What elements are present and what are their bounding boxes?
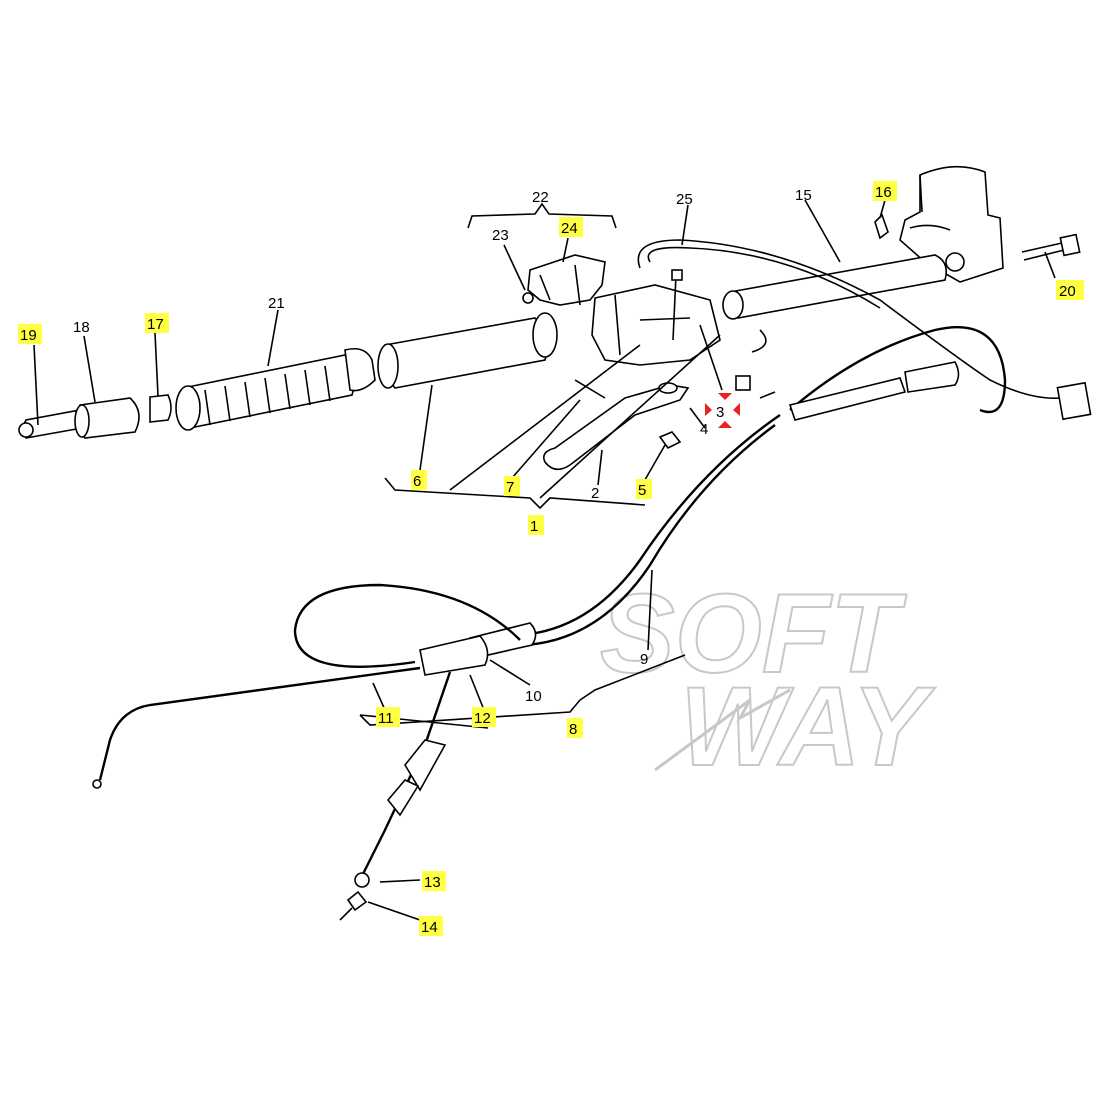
part-label-24[interactable]: 24 [561, 220, 578, 237]
part-label-23[interactable]: 23 [492, 227, 509, 244]
part-labels: 1 2 3 4 5 6 7 8 9 10 11 12 13 14 15 16 1… [18, 181, 1084, 936]
part-label-11[interactable]: 11 [378, 710, 394, 727]
pivot-hardware [574, 375, 776, 450]
label-highlight-5 [636, 479, 652, 499]
part-label-2[interactable]: 2 [591, 485, 599, 502]
watermark-line2: WAY [680, 664, 936, 789]
handlebar-tube [722, 254, 948, 320]
part-label-5[interactable]: 5 [638, 482, 646, 499]
part-label-19[interactable]: 19 [20, 327, 37, 344]
label-highlight-11 [376, 707, 400, 727]
part-label-22[interactable]: 22 [532, 189, 549, 206]
clip-16 [874, 213, 889, 240]
part-label-10[interactable]: 10 [525, 688, 542, 705]
label-highlight-20 [1056, 280, 1084, 300]
label-highlight-19 [18, 324, 42, 344]
part-label-12[interactable]: 12 [474, 710, 491, 727]
clutch-lever [542, 384, 690, 471]
selection-marker [705, 393, 740, 428]
part-label-9[interactable]: 9 [640, 651, 648, 668]
cable-9 [519, 325, 1007, 647]
watermark: SOFT WAY [599, 570, 937, 790]
part-label-1[interactable]: 1 [530, 518, 538, 535]
part-label-7[interactable]: 7 [506, 479, 514, 496]
label-highlight-7 [504, 476, 520, 496]
bolt-20 [1021, 233, 1081, 261]
label-highlight-1 [528, 515, 544, 535]
group-brackets [359, 202, 686, 729]
watermark-arrow [654, 688, 791, 772]
label-highlight-17 [145, 313, 169, 333]
label-highlight-8 [567, 718, 583, 738]
part-label-6[interactable]: 6 [413, 473, 421, 490]
part-label-25[interactable]: 25 [676, 191, 693, 208]
label-highlight-6 [411, 470, 427, 490]
part-label-4[interactable]: 4 [700, 421, 708, 438]
throttle-tube [377, 312, 558, 389]
part-label-18[interactable]: 18 [73, 319, 90, 336]
handlebar-grip [175, 347, 376, 431]
throttle-cables [92, 583, 537, 921]
label-highlight-16 [873, 181, 897, 201]
leader-lines [33, 199, 1056, 921]
part-label-13[interactable]: 13 [424, 874, 441, 891]
part-label-16[interactable]: 16 [875, 184, 892, 201]
label-highlight-24 [559, 217, 583, 237]
part-label-8[interactable]: 8 [569, 721, 577, 738]
throttle-housing [522, 254, 606, 306]
label-highlight-13 [422, 871, 446, 891]
part-label-14[interactable]: 14 [421, 919, 438, 936]
lever-bracket [591, 269, 721, 366]
part-label-17[interactable]: 17 [147, 316, 164, 333]
label-highlight-12 [472, 707, 496, 727]
handlebar-clamp [899, 165, 1004, 283]
part-label-15[interactable]: 15 [795, 187, 812, 204]
bar-end-assembly [18, 394, 172, 439]
switch-wiring [637, 239, 1092, 421]
label-highlight-14 [419, 916, 443, 936]
part-label-21[interactable]: 21 [268, 295, 285, 312]
part-label-20[interactable]: 20 [1059, 283, 1076, 300]
part-label-3[interactable]: 3 [716, 404, 724, 421]
